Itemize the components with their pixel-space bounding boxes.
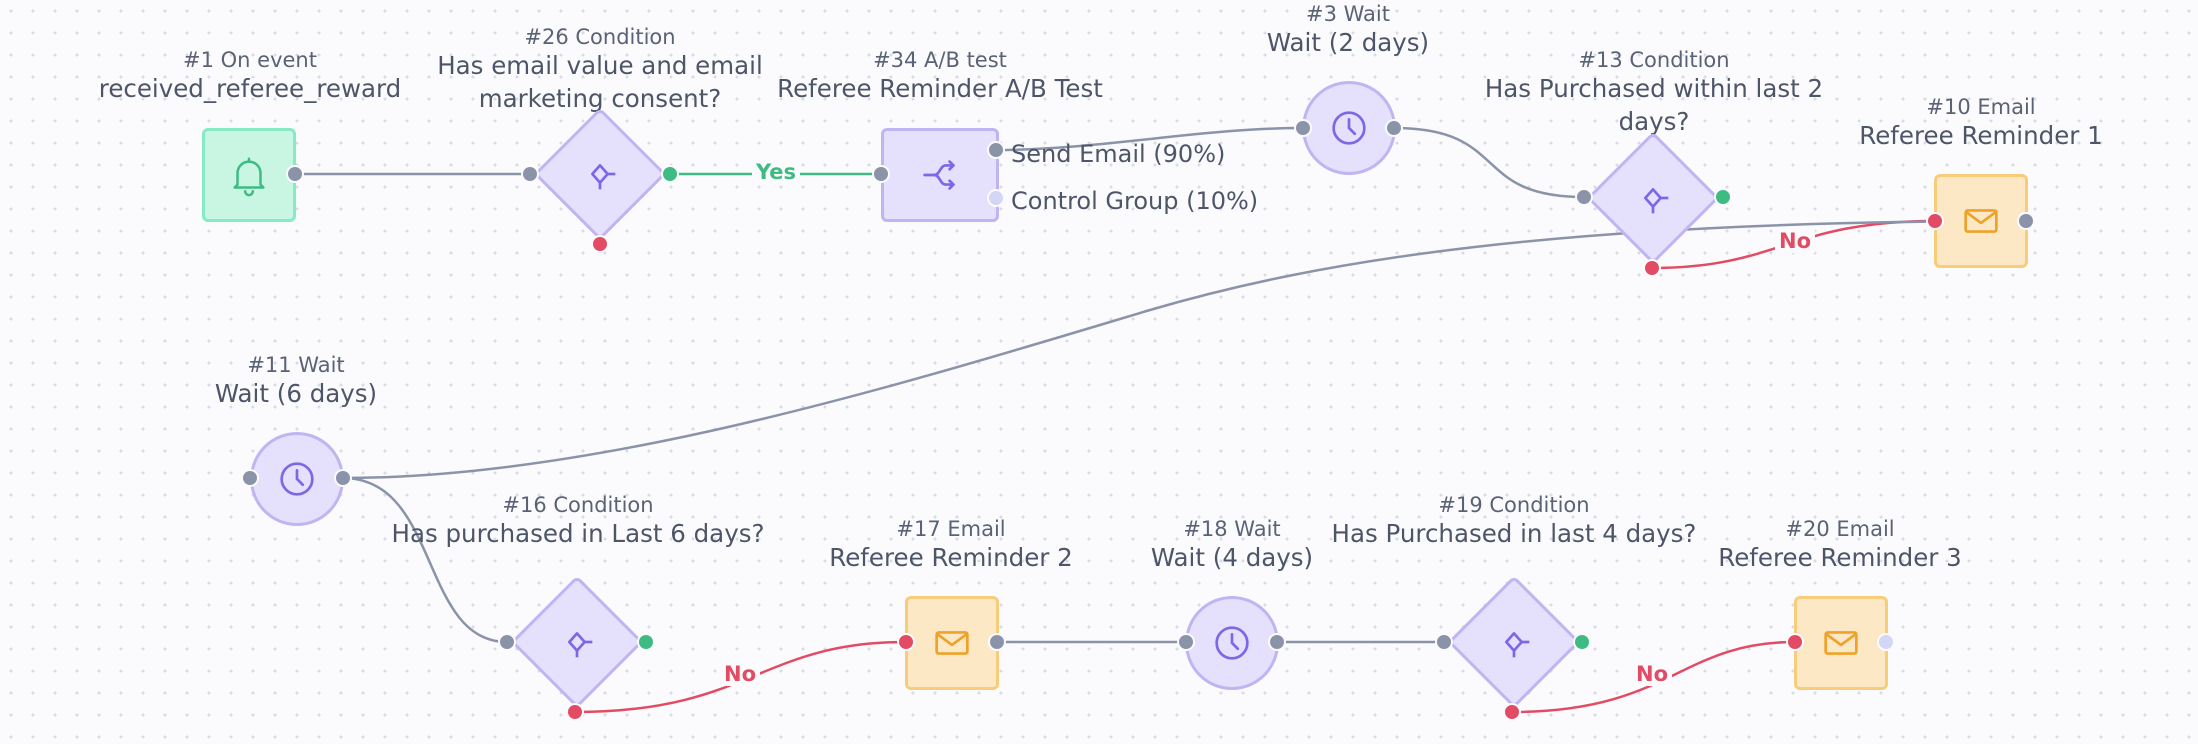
- node-3-label: #3 Wait Wait (2 days): [1178, 2, 1518, 59]
- node-id: #10 Email: [1926, 95, 2036, 119]
- node-19-input-port[interactable]: [1435, 633, 1453, 651]
- envelope-icon: [1824, 631, 1858, 655]
- node-26-condition[interactable]: [533, 107, 667, 241]
- node-26-no-port[interactable]: [591, 235, 609, 253]
- clock-icon: [1215, 626, 1249, 660]
- node-title: Has Purchased within last 2 days?: [1484, 74, 1824, 136]
- node-34-branch-control-group-port[interactable]: [987, 189, 1005, 207]
- node-17-input-port[interactable]: [897, 633, 915, 651]
- node-17-email[interactable]: [905, 596, 999, 690]
- edge-label-no: No: [720, 662, 761, 686]
- node-16-no-port[interactable]: [566, 703, 584, 721]
- node-19-no-port[interactable]: [1503, 703, 1521, 721]
- node-17-output-port[interactable]: [988, 633, 1006, 651]
- node-34-input-port[interactable]: [872, 165, 890, 183]
- condition-icon: [590, 164, 616, 190]
- node-id: #11 Wait: [247, 353, 345, 377]
- node-20-label: #20 Email Referee Reminder 3: [1670, 517, 2010, 574]
- node-19-condition[interactable]: [1447, 575, 1581, 709]
- node-18-output-port[interactable]: [1268, 633, 1286, 651]
- node-title: Wait (2 days): [1266, 28, 1430, 57]
- node-title: Has email value and email marketing cons…: [437, 51, 763, 113]
- node-id: #20 Email: [1785, 517, 1895, 541]
- node-13-no-port[interactable]: [1643, 259, 1661, 277]
- node-11-input-port[interactable]: [241, 469, 259, 487]
- node-16-condition[interactable]: [510, 575, 644, 709]
- node-26-yes-port[interactable]: [661, 165, 679, 183]
- node-1-on-event[interactable]: [202, 128, 296, 222]
- node-3-wait[interactable]: [1302, 81, 1396, 175]
- node-3-output-port[interactable]: [1385, 119, 1403, 137]
- envelope-icon: [935, 631, 969, 655]
- edge-11-to-16[interactable]: [342, 476, 508, 644]
- node-16-label: #16 Condition Has purchased in Last 6 da…: [378, 493, 778, 550]
- node-16-input-port[interactable]: [498, 633, 516, 651]
- split-icon: [923, 160, 955, 190]
- condition-icon: [1504, 632, 1530, 658]
- node-26-input-port[interactable]: [521, 165, 539, 183]
- node-id: #34 A/B test: [873, 48, 1007, 72]
- node-13-condition[interactable]: [1586, 131, 1720, 265]
- node-17-label: #17 Email Referee Reminder 2: [781, 517, 1121, 574]
- node-id: #19 Condition: [1438, 493, 1590, 517]
- node-title: Referee Reminder 2: [829, 543, 1073, 572]
- clock-icon: [280, 462, 314, 496]
- edge-34-to-3[interactable]: [995, 126, 1304, 152]
- node-id: #17 Email: [896, 517, 1006, 541]
- node-11-output-port[interactable]: [334, 469, 352, 487]
- node-title: Referee Reminder 3: [1718, 543, 1962, 572]
- node-34-branch-send-email-port[interactable]: [987, 141, 1005, 159]
- node-10-input-port[interactable]: [1926, 212, 1944, 230]
- node-13-input-port[interactable]: [1575, 188, 1593, 206]
- node-18-input-port[interactable]: [1177, 633, 1195, 651]
- edge-label-yes: Yes: [752, 160, 801, 184]
- clock-icon: [1332, 111, 1366, 145]
- node-id: #13 Condition: [1578, 48, 1730, 72]
- bell-icon: [233, 157, 265, 197]
- node-20-email[interactable]: [1794, 596, 1888, 690]
- branch-label-control-group: Control Group (10%): [1011, 187, 1259, 215]
- node-title: Has Purchased in last 4 days?: [1331, 519, 1697, 548]
- condition-icon: [567, 632, 593, 658]
- node-18-label: #18 Wait Wait (4 days): [1062, 517, 1402, 574]
- node-1-label: #1 On event received_referee_reward: [80, 48, 420, 105]
- envelope-icon: [1964, 209, 1998, 233]
- condition-icon: [1643, 188, 1669, 214]
- node-1-output-port[interactable]: [286, 165, 304, 183]
- node-11-wait[interactable]: [250, 432, 344, 526]
- edge-3-to-13[interactable]: [1393, 126, 1585, 199]
- branch-label-send-email: Send Email (90%): [1011, 140, 1226, 168]
- node-id: #3 Wait: [1306, 2, 1390, 26]
- node-id: #26 Condition: [524, 25, 676, 49]
- node-10-label: #10 Email Referee Reminder 1: [1811, 95, 2151, 152]
- node-title: Wait (6 days): [214, 379, 378, 408]
- node-title: Referee Reminder A/B Test: [777, 74, 1103, 103]
- node-20-input-port[interactable]: [1786, 633, 1804, 651]
- node-20-output-port[interactable]: [1877, 633, 1895, 651]
- node-id: #18 Wait: [1183, 517, 1281, 541]
- node-19-label: #19 Condition Has Purchased in last 4 da…: [1314, 493, 1714, 550]
- node-16-yes-port[interactable]: [637, 633, 655, 651]
- edge-label-no: No: [1632, 662, 1673, 686]
- node-id: #1 On event: [183, 48, 317, 72]
- node-11-label: #11 Wait Wait (6 days): [126, 353, 466, 410]
- node-34-ab-test[interactable]: [881, 128, 999, 222]
- node-3-input-port[interactable]: [1294, 119, 1312, 137]
- node-34-label: #34 A/B test Referee Reminder A/B Test: [770, 48, 1110, 105]
- node-13-yes-port[interactable]: [1714, 188, 1732, 206]
- node-title: Has purchased in Last 6 days?: [391, 519, 765, 548]
- node-title: received_referee_reward: [98, 74, 402, 103]
- edge-10-to-11[interactable]: [342, 219, 2027, 480]
- node-id: #16 Condition: [502, 493, 654, 517]
- node-10-email[interactable]: [1934, 174, 2028, 268]
- node-19-yes-port[interactable]: [1573, 633, 1591, 651]
- node-26-label: #26 Condition Has email value and email …: [430, 25, 770, 115]
- node-18-wait[interactable]: [1185, 596, 1279, 690]
- node-13-label: #13 Condition Has Purchased within last …: [1484, 48, 1824, 138]
- edge-label-no: No: [1775, 229, 1816, 253]
- node-title: Wait (4 days): [1150, 543, 1314, 572]
- node-10-output-port[interactable]: [2017, 212, 2035, 230]
- node-title: Referee Reminder 1: [1859, 121, 2103, 150]
